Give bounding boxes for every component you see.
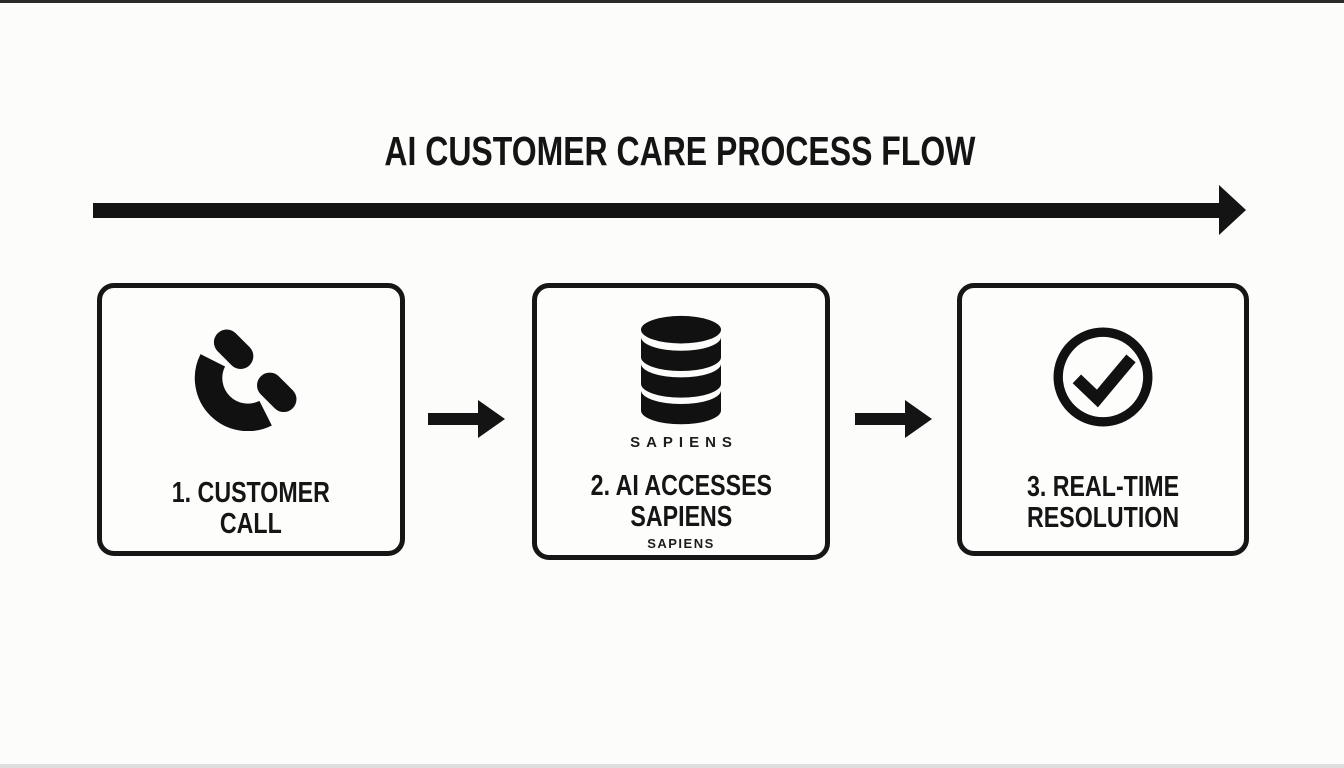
- database-icon: [631, 315, 731, 427]
- step-label: 2. AI ACCESSES SAPIENS: [537, 471, 825, 533]
- flow-direction-arrow: [93, 185, 1246, 235]
- step-label: 3. REAL-TIME RESOLUTION: [962, 472, 1244, 534]
- step-connector-arrow: [855, 400, 932, 438]
- check-circle-icon: [1047, 321, 1159, 433]
- page-title-text: AI CUSTOMER CARE PROCESS FLOW: [384, 128, 976, 174]
- step-label: 1. CUSTOMER CALL: [102, 478, 400, 540]
- step-label-line2: RESOLUTION: [1026, 502, 1180, 534]
- step-label-line2: CALL: [220, 508, 282, 540]
- top-edge-line: [0, 0, 1344, 3]
- bottom-edge-line: [0, 764, 1344, 768]
- step-label-line2: SAPIENS: [630, 501, 732, 533]
- step-label-line1: 1. CUSTOMER: [171, 477, 331, 509]
- phone-receiver-icon: [192, 313, 310, 431]
- step-connector-arrow: [428, 400, 505, 438]
- step-sub-label: SAPIENS: [647, 536, 715, 551]
- step-label-line1: 3. REAL-TIME: [1026, 471, 1180, 503]
- step-box-customer-call: 1. CUSTOMER CALL: [97, 283, 405, 556]
- step-label-line1: 2. AI ACCESSES: [590, 470, 772, 502]
- database-caption: SAPIENS: [630, 434, 738, 451]
- page-title: AI CUSTOMER CARE PROCESS FLOW: [8, 131, 1344, 172]
- step-box-ai-accesses-sapiens: SAPIENS 2. AI ACCESSES SAPIENS SAPIENS: [532, 283, 830, 560]
- step-box-real-time-resolution: 3. REAL-TIME RESOLUTION: [957, 283, 1249, 556]
